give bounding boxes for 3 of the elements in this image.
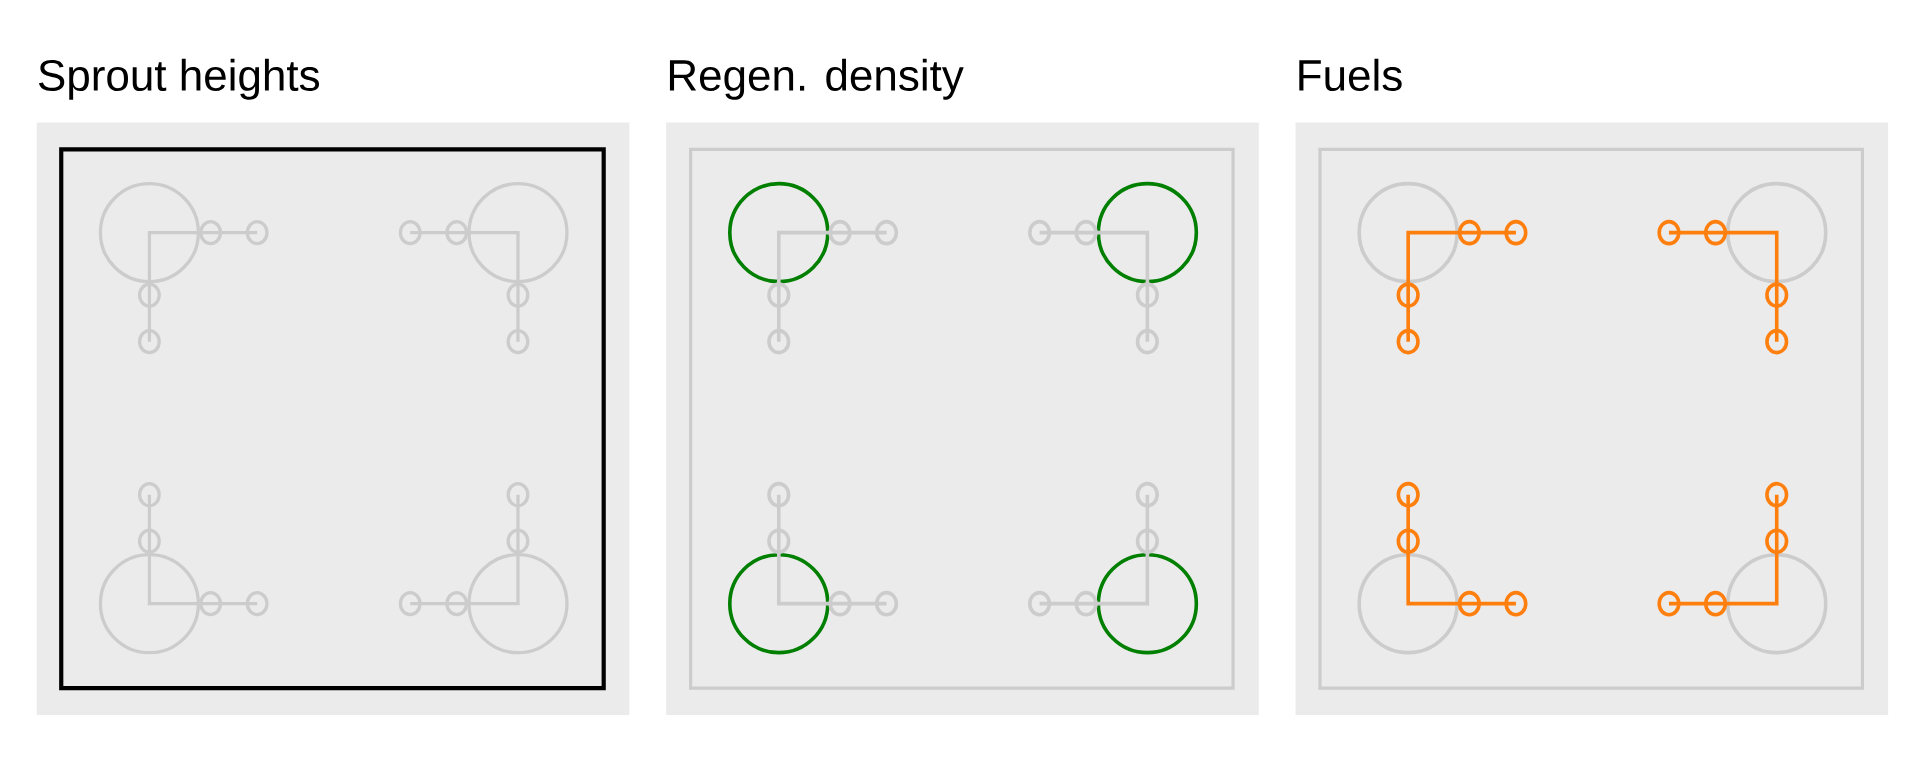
panel-title: Sprout heights	[38, 58, 319, 100]
panel-title: Regen. density	[669, 58, 964, 100]
panel-title: Fuels	[1299, 58, 1402, 92]
